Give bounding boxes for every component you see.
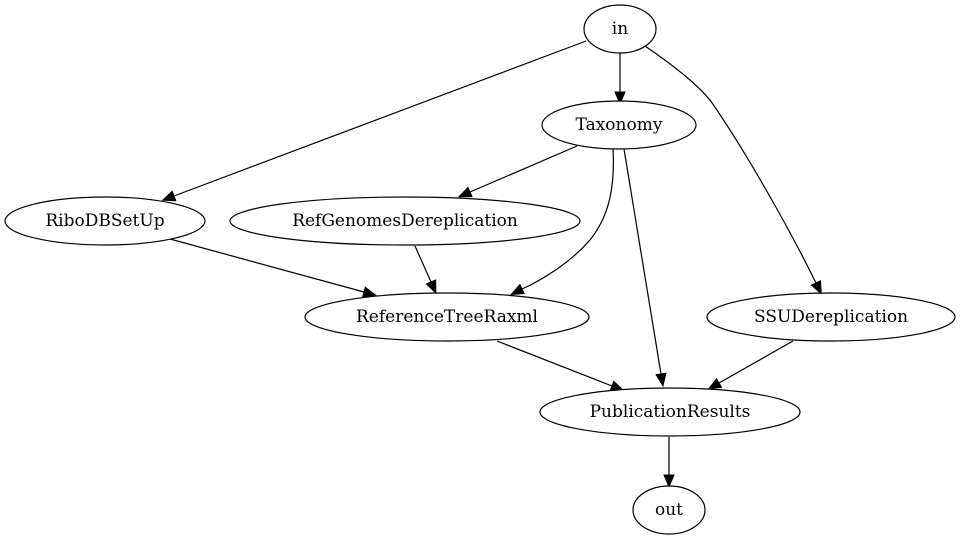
node-referencetreeraxml[interactable]: ReferenceTreeRaxml	[304, 292, 590, 342]
edge-in-ribodbsetup	[161, 40, 587, 202]
node-ribodbsetup-label: RiboDBSetUp	[45, 211, 164, 231]
edge-referencetreeraxml-publicationresults	[496, 340, 625, 392]
edge-refgenomesdereplication-referencetreeraxml	[414, 245, 437, 295]
node-in[interactable]: in	[583, 4, 657, 54]
edge-ssudereplication-publicationresults	[707, 340, 794, 390]
node-out-label: out	[655, 500, 683, 520]
edge-taxonomy-publicationresults	[623, 148, 667, 388]
node-refgenomesdereplication-label: RefGenomesDereplication	[292, 211, 518, 231]
node-in-label: in	[612, 19, 628, 39]
node-publicationresults[interactable]: PublicationResults	[539, 387, 801, 437]
edge-taxonomy-referencetreeraxml	[510, 148, 614, 296]
edge-in-ssudereplication	[644, 45, 822, 295]
node-ssudereplication[interactable]: SSUDereplication	[706, 292, 956, 342]
node-taxonomy[interactable]: Taxonomy	[541, 100, 697, 150]
node-ssudereplication-label: SSUDereplication	[754, 307, 908, 327]
node-out[interactable]: out	[632, 485, 706, 535]
edge-publicationresults-out	[663, 437, 675, 489]
edge-ribodbsetup-referencetreeraxml	[169, 238, 377, 298]
node-referencetreeraxml-label: ReferenceTreeRaxml	[356, 307, 538, 327]
node-taxonomy-label: Taxonomy	[576, 115, 663, 135]
node-refgenomesdereplication[interactable]: RefGenomesDereplication	[229, 196, 581, 246]
edge-taxonomy-refgenomesdereplication	[457, 145, 578, 198]
node-ribodbsetup[interactable]: RiboDBSetUp	[4, 196, 206, 246]
edge-in-taxonomy	[614, 53, 626, 106]
node-publicationresults-label: PublicationResults	[590, 402, 751, 422]
